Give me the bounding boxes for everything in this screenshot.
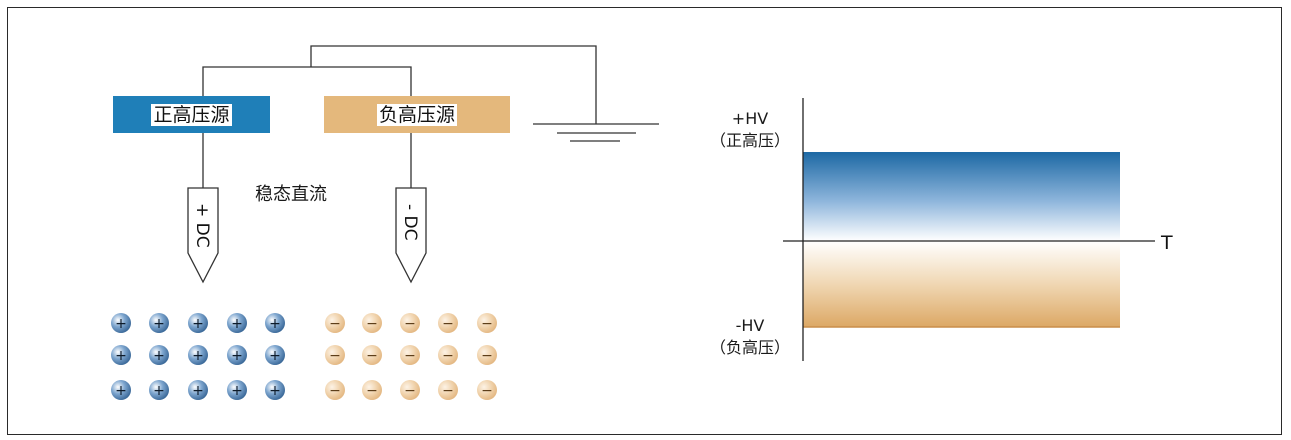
positive-ion-sign: + <box>115 348 127 364</box>
positive-ion <box>227 380 247 400</box>
positive-probe <box>187 187 219 284</box>
wiring <box>202 45 659 188</box>
diagram-frame <box>7 7 1282 435</box>
positive-ion <box>188 345 208 365</box>
positive-ion-sign: + <box>231 316 243 332</box>
negative-ion <box>362 380 382 400</box>
ion-field: + − + − + − + − + − + − + − + − + − + − + − + − + − + − + − <box>111 313 497 400</box>
positive-probe-label: + DC <box>192 203 212 248</box>
positive-hv-label-line2: （正高压） <box>709 131 790 150</box>
positive-ion-sign: + <box>269 348 281 364</box>
steady-dc-caption: 稳态直流 <box>255 184 327 205</box>
positive-hv-label: +HV （正高压） <box>700 108 800 152</box>
positive-ion-sign: + <box>153 316 165 332</box>
negative-ion <box>438 313 458 333</box>
negative-ion <box>325 313 345 333</box>
negative-hv-source-label: 负高压源 <box>376 103 457 126</box>
negative-ion <box>400 345 420 365</box>
positive-ion-sign: + <box>192 316 204 332</box>
positive-ion <box>149 345 169 365</box>
negative-hv-source: 负高压源 <box>324 96 510 133</box>
positive-hv-label-line1: +HV <box>731 109 769 128</box>
positive-ion-sign: + <box>192 383 204 399</box>
positive-ion-sign: + <box>269 383 281 399</box>
negative-ion <box>400 380 420 400</box>
negative-ion <box>362 345 382 365</box>
negative-ion-sign: − <box>442 316 454 332</box>
positive-hv-source: 正高压源 <box>113 96 270 133</box>
negative-probe <box>395 187 427 284</box>
negative-ion <box>438 380 458 400</box>
positive-ion <box>188 380 208 400</box>
positive-ion <box>111 380 131 400</box>
positive-ion-sign: + <box>153 348 165 364</box>
negative-ion-sign: − <box>481 383 493 399</box>
positive-ion-sign: + <box>115 316 127 332</box>
negative-ion-sign: − <box>442 348 454 364</box>
time-axis-label: T <box>1160 232 1173 254</box>
negative-ion-sign: − <box>481 316 493 332</box>
positive-ion-sign: + <box>231 383 243 399</box>
negative-ion-sign: − <box>329 383 341 399</box>
negative-ion <box>477 345 497 365</box>
negative-ion-sign: − <box>404 383 416 399</box>
negative-ion-sign: − <box>366 316 378 332</box>
ground-wire <box>310 45 597 124</box>
negative-ion-sign: − <box>329 348 341 364</box>
negative-probe-label: - DC <box>400 204 420 241</box>
negative-ion-sign: − <box>329 316 341 332</box>
positive-ion <box>149 380 169 400</box>
negative-ion <box>438 345 458 365</box>
negative-hv-label: -HV （负高压） <box>700 315 800 359</box>
positive-hv-source-label: 正高压源 <box>151 103 232 126</box>
positive-hv-band <box>803 153 1120 241</box>
negative-hv-label-line1: -HV <box>735 316 765 335</box>
negative-ion <box>477 313 497 333</box>
positive-ion <box>188 313 208 333</box>
negative-ion-sign: − <box>366 383 378 399</box>
positive-ion <box>111 345 131 365</box>
positive-ion-sign: + <box>231 348 243 364</box>
negative-ion <box>477 380 497 400</box>
negative-ion-sign: − <box>404 316 416 332</box>
negative-ion-sign: − <box>481 348 493 364</box>
negative-ion-sign: − <box>442 383 454 399</box>
positive-ion-sign: + <box>192 348 204 364</box>
positive-ion <box>149 313 169 333</box>
negative-hv-band <box>803 241 1120 327</box>
negative-hv-label-line2: （负高压） <box>709 338 790 357</box>
positive-ion <box>227 313 247 333</box>
negative-ion <box>400 313 420 333</box>
positive-ion-sign: + <box>153 383 165 399</box>
negative-ion <box>325 345 345 365</box>
positive-ion-sign: + <box>115 383 127 399</box>
negative-ion-sign: − <box>404 348 416 364</box>
positive-ion-sign: + <box>269 316 281 332</box>
negative-ion <box>325 380 345 400</box>
positive-ion <box>111 313 131 333</box>
source-bus-wire <box>202 66 412 96</box>
hv-timing-chart: T <box>783 98 1173 361</box>
positive-ion <box>265 313 285 333</box>
positive-ion <box>265 345 285 365</box>
negative-ion <box>362 313 382 333</box>
positive-ion <box>227 345 247 365</box>
positive-ion <box>265 380 285 400</box>
negative-ion-sign: − <box>366 348 378 364</box>
